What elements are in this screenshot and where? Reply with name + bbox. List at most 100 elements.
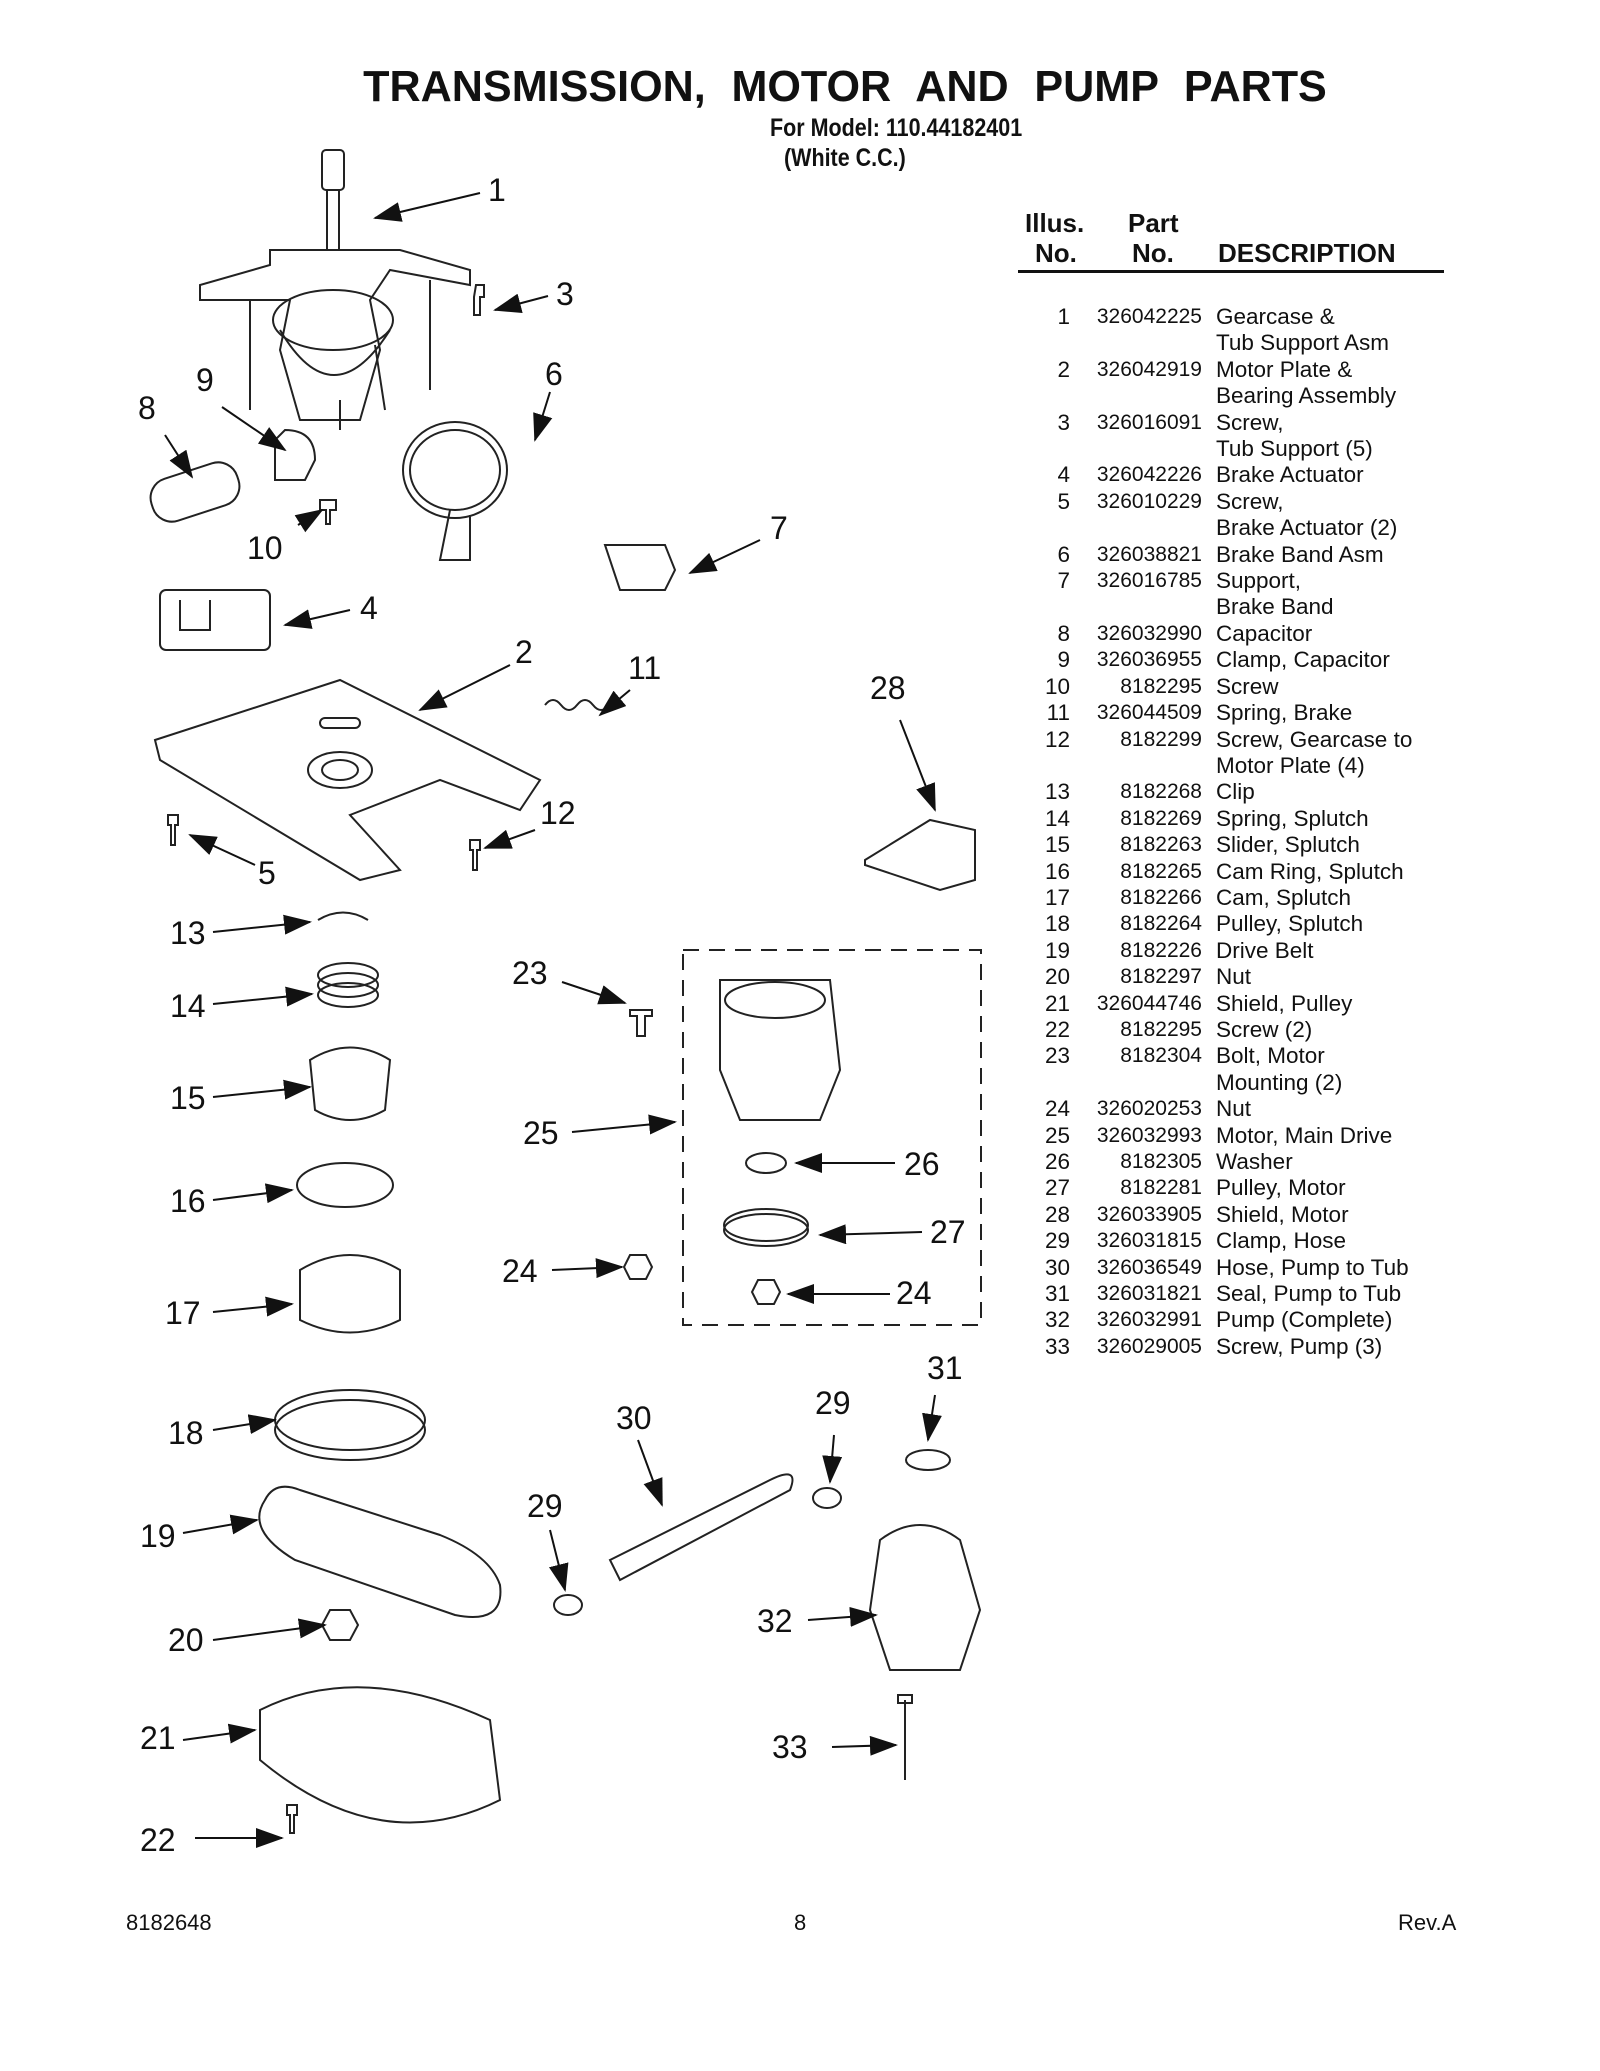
part-description: Bolt, Motor bbox=[1216, 1043, 1325, 1069]
part-description: Motor Plate & bbox=[1216, 356, 1353, 382]
illus-number: 7 bbox=[1057, 568, 1070, 594]
part-description-line2: Tub Support Asm bbox=[1216, 330, 1390, 356]
illus-number: 13 bbox=[1044, 779, 1070, 805]
part-number: 326029005 bbox=[1096, 1334, 1202, 1358]
part-number: 8182297 bbox=[1120, 965, 1202, 989]
table-row-continuation: Motor Plate (4) bbox=[1018, 753, 1412, 779]
callout-number: 29 bbox=[527, 1488, 563, 1524]
header-rule bbox=[1018, 270, 1444, 273]
callout-number: 1 bbox=[488, 172, 506, 208]
illus-number: 27 bbox=[1044, 1175, 1070, 1201]
page-number: 8 bbox=[794, 1910, 807, 1935]
illus-number: 5 bbox=[1057, 488, 1070, 514]
part-description: Capacitor bbox=[1216, 620, 1313, 646]
part-description: Clamp, Hose bbox=[1216, 1228, 1347, 1254]
table-row: 1 326042225 Gearcase & bbox=[1018, 304, 1412, 330]
illus-number: 32 bbox=[1044, 1307, 1070, 1333]
pump-part bbox=[868, 1524, 982, 1671]
part-description: Brake Actuator bbox=[1216, 462, 1364, 488]
motor-part bbox=[719, 979, 842, 1121]
part-description-line2: Tub Support (5) bbox=[1216, 436, 1373, 462]
doc-number: 8182648 bbox=[126, 1910, 212, 1935]
callout-number: 12 bbox=[540, 795, 576, 831]
callout-number: 29 bbox=[815, 1385, 851, 1421]
part-number: 8182281 bbox=[1120, 1176, 1202, 1200]
illus-number: 1 bbox=[1057, 304, 1070, 329]
illus-number: 17 bbox=[1044, 884, 1070, 910]
part-description: Clip bbox=[1216, 779, 1255, 805]
callout-number: 32 bbox=[757, 1603, 793, 1639]
part-number: 8182305 bbox=[1120, 1150, 1202, 1173]
callout-number: 15 bbox=[170, 1080, 206, 1116]
illus-number: 23 bbox=[1044, 1043, 1070, 1069]
part-description: Spring, Splutch bbox=[1216, 805, 1369, 831]
part-number: 8182295 bbox=[1120, 1017, 1202, 1041]
part-number: 8182266 bbox=[1120, 885, 1202, 909]
part-description: Seal, Pump to Tub bbox=[1216, 1281, 1402, 1307]
part-description-line2: Brake Band bbox=[1216, 594, 1334, 620]
illus-number: 24 bbox=[1044, 1096, 1070, 1122]
part-number: 326042225 bbox=[1096, 305, 1202, 328]
part-description: Screw, Gearcase to bbox=[1216, 726, 1413, 752]
part-number: 326020253 bbox=[1096, 1097, 1202, 1121]
part-description: Screw, Pump (3) bbox=[1216, 1333, 1383, 1359]
part-description: Screw bbox=[1216, 673, 1279, 699]
part-description: Drive Belt bbox=[1216, 937, 1314, 963]
table-row-continuation: Bearing Assembly bbox=[1018, 383, 1412, 409]
table-row-continuation: Mounting (2) bbox=[1018, 1070, 1412, 1096]
part-description: Nut bbox=[1216, 964, 1252, 990]
part-number: 326032993 bbox=[1096, 1123, 1202, 1147]
table-row-continuation: Brake Actuator (2) bbox=[1018, 515, 1412, 541]
illus-number: 26 bbox=[1044, 1149, 1070, 1174]
illus-number: 9 bbox=[1057, 647, 1070, 673]
part-description: Hose, Pump to Tub bbox=[1216, 1254, 1409, 1280]
part-number: 326016091 bbox=[1096, 410, 1202, 434]
part-description-line2: Motor Plate (4) bbox=[1216, 752, 1365, 778]
col-header-part-no: No. bbox=[1132, 238, 1174, 268]
callout-number: 5 bbox=[258, 855, 276, 891]
illus-number: 25 bbox=[1044, 1122, 1070, 1148]
callout-number: 3 bbox=[556, 276, 574, 312]
callout-number: 21 bbox=[140, 1720, 176, 1756]
illus-number: 21 bbox=[1044, 990, 1070, 1016]
callout-number: 2 bbox=[515, 634, 533, 670]
part-description: Screw, bbox=[1216, 488, 1284, 514]
part-description: Pulley, Motor bbox=[1216, 1175, 1346, 1201]
part-number: 326010229 bbox=[1096, 489, 1202, 513]
col-header-description: DESCRIPTION bbox=[1218, 238, 1396, 268]
col-header-illus: Illus. bbox=[1025, 208, 1085, 238]
part-number: 326032991 bbox=[1096, 1308, 1202, 1332]
part-number: 326042226 bbox=[1096, 463, 1202, 487]
col-header-part: Part bbox=[1128, 208, 1179, 238]
callout-number: 25 bbox=[523, 1115, 559, 1151]
illus-number: 30 bbox=[1044, 1254, 1070, 1280]
illus-number: 14 bbox=[1044, 805, 1070, 831]
page-title: TRANSMISSION, MOTOR AND PUMP PARTS bbox=[363, 62, 1327, 111]
callout-number: 6 bbox=[545, 356, 563, 392]
part-number: 326042919 bbox=[1096, 357, 1202, 381]
part-number: 326044509 bbox=[1096, 701, 1202, 725]
callout-number: 10 bbox=[247, 530, 283, 566]
part-number: 8182304 bbox=[1120, 1044, 1202, 1068]
callout-number: 31 bbox=[927, 1350, 963, 1386]
part-number: 326031815 bbox=[1096, 1229, 1202, 1253]
col-header-illus-no: No. bbox=[1035, 238, 1077, 268]
part-number: 8182269 bbox=[1120, 806, 1202, 830]
part-number: 326031821 bbox=[1096, 1282, 1202, 1306]
illus-number: 12 bbox=[1044, 726, 1070, 752]
part-number: 326038821 bbox=[1096, 542, 1202, 566]
part-description: Gearcase & bbox=[1216, 304, 1335, 329]
